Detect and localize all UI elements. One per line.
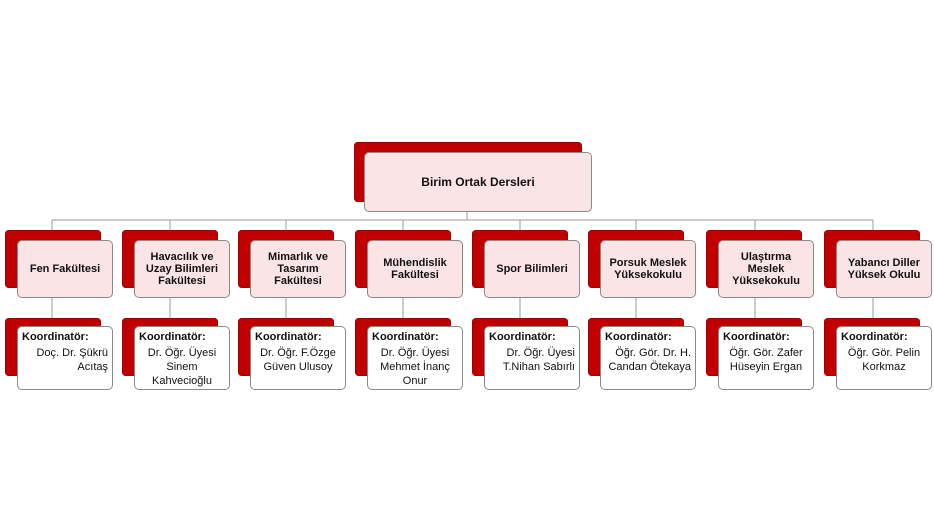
coordinator-name: Öğr. Gör. Zafer Hüseyin Ergan (729, 347, 803, 373)
unit-label: Mimarlık ve Tasarım Fakültesi (268, 251, 328, 287)
coordinator-title: Koordinatör: (255, 331, 322, 343)
unit-label: Yabancı Diller Yüksek Okulu (847, 257, 921, 281)
unit-label: Havacılık ve Uzay Bilimleri Fakültesi (145, 251, 219, 287)
coordinator-name: Dr. Öğr. Üyesi T.Nihan Sabırlı (502, 347, 575, 373)
unit-node-mimarlik: Mimarlık ve Tasarım Fakültesi (238, 230, 346, 298)
coordinator-name: Dr. Öğr. F.Özge Güven Ulusoy (260, 347, 336, 373)
coordinator-name: Öğr. Gör. Pelin Korkmaz (847, 347, 921, 373)
unit-node-ulastirma: Ulaştırma Meslek Yüksekokulu (706, 230, 814, 298)
coordinator-node-porsuk: Koordinatör: Öğr. Gör. Dr. H. Candan Öte… (588, 318, 696, 392)
unit-label: Ulaştırma Meslek Yüksekokulu (732, 251, 800, 287)
unit-label: Mühendislik Fakültesi (383, 257, 447, 281)
coordinator-name: Dr. Öğr. Üyesi Mehmet İnanç Onur (380, 347, 450, 387)
root-label: Birim Ortak Dersleri (421, 175, 535, 189)
unit-node-porsuk: Porsuk Meslek Yüksekokulu (588, 230, 696, 298)
unit-label: Fen Fakültesi (29, 263, 101, 275)
coordinator-title: Koordinatör: (139, 331, 206, 343)
coordinator-node-mimarlik: Koordinatör: Dr. Öğr. F.Özge Güven Uluso… (238, 318, 346, 392)
unit-label: Spor Bilimleri (496, 263, 568, 275)
coordinator-node-muhendislik: Koordinatör: Dr. Öğr. Üyesi Mehmet İnanç… (355, 318, 463, 392)
coordinator-node-havacilik: Koordinatör: Dr. Öğr. Üyesi Sinem Kahvec… (122, 318, 230, 392)
coordinator-name: Öğr. Gör. Dr. H. Candan Ötekaya (608, 347, 691, 373)
coordinator-title: Koordinatör: (489, 331, 556, 343)
coordinator-node-yabanci-diller: Koordinatör: Öğr. Gör. Pelin Korkmaz (824, 318, 932, 392)
unit-node-muhendislik: Mühendislik Fakültesi (355, 230, 463, 298)
unit-node-fen: Fen Fakültesi (5, 230, 113, 298)
coordinator-node-fen: Koordinatör: Doç. Dr. Şükrü Acıtaş (5, 318, 113, 392)
coordinator-node-ulastirma: Koordinatör: Öğr. Gör. Zafer Hüseyin Erg… (706, 318, 814, 392)
coordinator-title: Koordinatör: (723, 331, 790, 343)
root-node: Birim Ortak Dersleri (354, 142, 594, 214)
unit-node-yabanci-diller: Yabancı Diller Yüksek Okulu (824, 230, 932, 298)
coordinator-title: Koordinatör: (605, 331, 672, 343)
coordinator-name: Doç. Dr. Şükrü Acıtaş (36, 347, 108, 373)
coordinator-title: Koordinatör: (841, 331, 908, 343)
coordinator-node-spor: Koordinatör: Dr. Öğr. Üyesi T.Nihan Sabı… (472, 318, 580, 392)
coordinator-name: Dr. Öğr. Üyesi Sinem Kahvecioğlu (147, 347, 217, 387)
unit-node-havacilik: Havacılık ve Uzay Bilimleri Fakültesi (122, 230, 230, 298)
unit-label: Porsuk Meslek Yüksekokulu (609, 257, 687, 281)
coordinator-title: Koordinatör: (372, 331, 439, 343)
coordinator-title: Koordinatör: (22, 331, 89, 343)
unit-node-spor: Spor Bilimleri (472, 230, 580, 298)
